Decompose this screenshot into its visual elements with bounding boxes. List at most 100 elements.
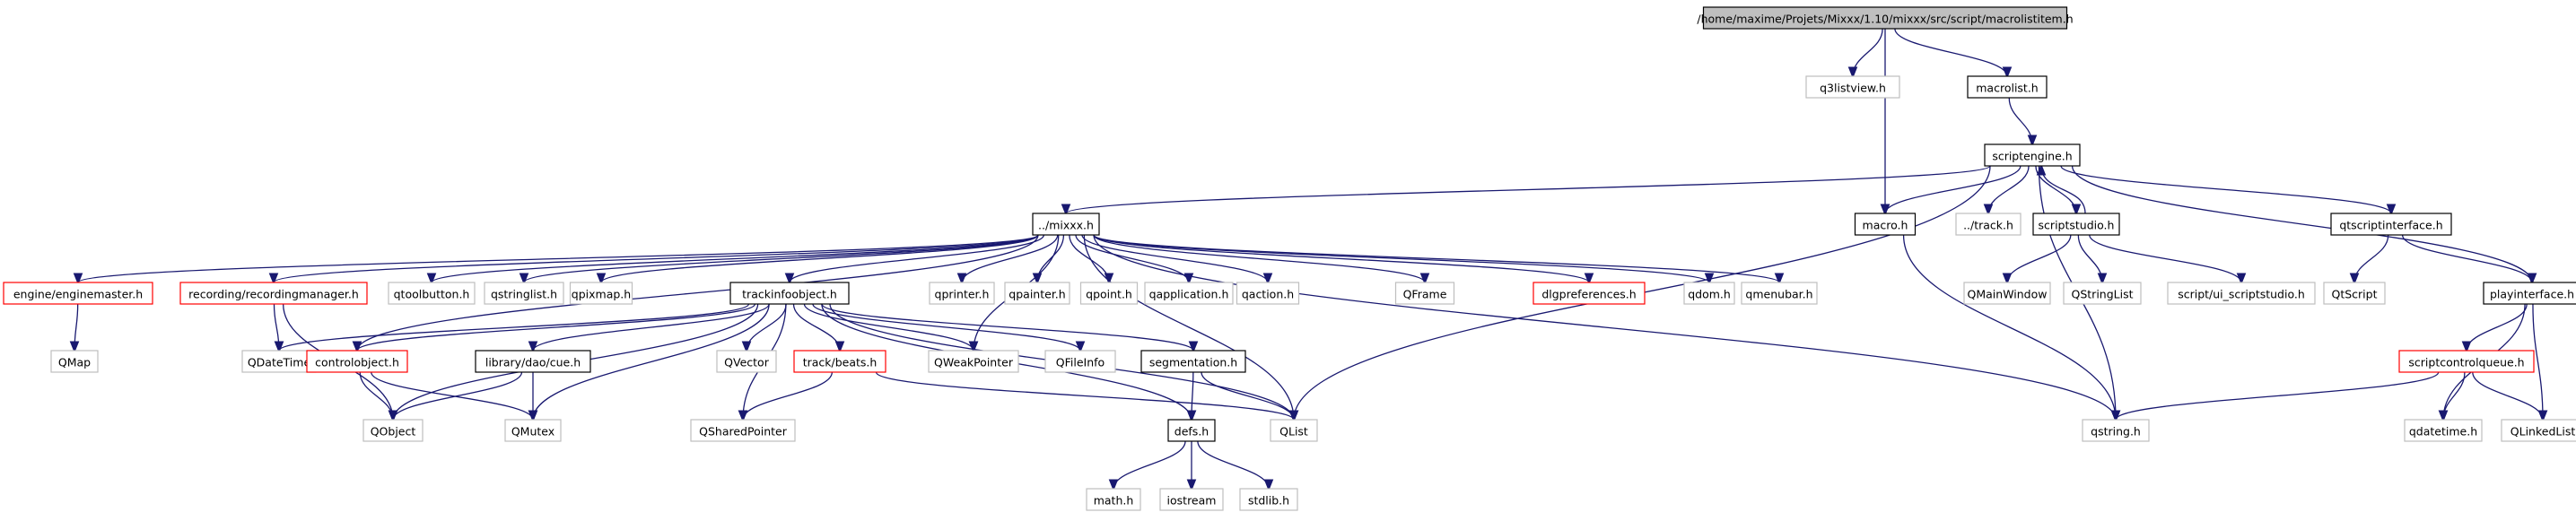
node-qmap: QMap	[50, 350, 99, 373]
node-label: macrolist.h	[1976, 82, 2038, 95]
node-label: math.h	[1094, 494, 1134, 508]
node-dlgpreferences[interactable]: dlgpreferences.h	[1533, 282, 1646, 305]
node-q3listview: q3listview.h	[1805, 75, 1900, 99]
edge-mixxx-to-qtoolbutton	[432, 234, 1039, 282]
node-box	[1044, 350, 1116, 373]
edge-recordingmanager-to-qdatetime	[273, 303, 279, 351]
node-box	[1159, 488, 1224, 511]
edge-mixxx-to-dlgpreferences	[1093, 234, 1589, 282]
node-qmainwindow: QMainWindow	[1963, 282, 2051, 305]
node-label: ../track.h	[1963, 219, 2013, 232]
node-box	[179, 282, 368, 305]
node-label: QSharedPointer	[699, 425, 788, 439]
node-label: recording/recordingmanager.h	[188, 288, 359, 301]
node-qmutex: QMutex	[504, 419, 562, 442]
node-label: QList	[1279, 425, 1308, 439]
node-macro[interactable]: macro.h	[1854, 213, 1917, 236]
node-scriptengine[interactable]: scriptengine.h	[1984, 143, 2081, 167]
edge-scriptstudio-to-scriptengine	[2041, 166, 2086, 214]
node-box	[1236, 282, 1300, 305]
edge-beats-to-qlist	[875, 371, 1294, 420]
node-label: QStringList	[2072, 288, 2134, 301]
node-recordingmanager[interactable]: recording/recordingmanager.h	[179, 282, 368, 305]
edge-mixxx-to-qapplication	[1075, 234, 1189, 282]
node-box	[388, 282, 476, 305]
edge-beats-to-qsharedpointer	[743, 371, 834, 420]
node-stdlib: stdlib.h	[1239, 488, 1298, 511]
node-scriptcontrolqueue[interactable]: scriptcontrolqueue.h	[2398, 350, 2535, 373]
node-label: QFileInfo	[1056, 356, 1105, 369]
node-macrolist[interactable]: macrolist.h	[1967, 75, 2048, 99]
node-box	[2501, 419, 2576, 442]
edge-defs-to-math	[1113, 440, 1186, 489]
node-controlobject[interactable]: controlobject.h	[306, 350, 408, 373]
node-box	[1683, 282, 1735, 305]
node-box	[241, 350, 317, 373]
edge-mixxx-to-qpixmap	[601, 234, 1039, 282]
node-box	[729, 282, 850, 305]
edge-trackinfoobject-to-controlobject	[357, 303, 756, 351]
node-box	[1955, 213, 2022, 236]
node-label: ../mixxx.h	[1038, 219, 1094, 232]
edge-scriptengine-to-mixxx	[1066, 165, 1991, 213]
node-ui-scriptstudio: script/ui_scriptstudio.h	[2167, 282, 2316, 305]
node-label: qprinter.h	[935, 288, 990, 301]
node-label: qpixmap.h	[572, 288, 631, 301]
node-trackinfoobject[interactable]: trackinfoobject.h	[729, 282, 850, 305]
node-qlist: QList	[1270, 419, 1318, 442]
edge-enginemaster-to-qmap	[74, 303, 78, 351]
edge-trackinfoobject-to-qmutex	[533, 303, 770, 420]
edge-segmentation-to-defs	[1192, 371, 1193, 420]
node-label: QMutex	[511, 425, 554, 439]
node-box	[2404, 419, 2483, 442]
edge-scriptcontrolqueue-to-qlinkedlist	[2472, 371, 2543, 420]
node-label: qapplication.h	[1149, 288, 1229, 301]
node-label: scriptengine.h	[1992, 150, 2072, 163]
edge-playinterface-to-scriptcontrolqueue	[2467, 303, 2528, 351]
node-qdatetime: QDateTime	[241, 350, 317, 373]
edge-mixxx-to-enginemaster	[78, 234, 1039, 282]
node-mixxx[interactable]: ../mixxx.h	[1032, 213, 1100, 236]
node-box	[1086, 488, 1141, 511]
node-cue[interactable]: library/dao/cue.h	[475, 350, 591, 373]
edge-mixxx-to-qstringlist_h	[524, 234, 1039, 282]
node-enginemaster[interactable]: engine/enginemaster.h	[3, 282, 153, 305]
edges-layer	[74, 28, 2543, 489]
node-playinterface[interactable]: playinterface.h	[2483, 282, 2576, 305]
node-label: QFrame	[1403, 288, 1447, 301]
edge-mixxx-to-trackinfoobject	[790, 234, 1045, 282]
node-label: engine/enginemaster.h	[13, 288, 143, 301]
node-qweakpointer: QWeakPointer	[928, 350, 1019, 373]
node-label: scriptstudio.h	[2039, 219, 2115, 232]
node-label: dlgpreferences.h	[1541, 288, 1636, 301]
edge-scriptengine-to-macro	[1885, 165, 2022, 213]
edge-cue-to-qobject	[393, 371, 523, 420]
node-qpixmap: qpixmap.h	[569, 282, 633, 305]
node-segmentation[interactable]: segmentation.h	[1140, 350, 1246, 373]
node-qstringlist: QStringList	[2063, 282, 2142, 305]
node-defs[interactable]: defs.h	[1167, 419, 1216, 442]
node-qaction: qaction.h	[1236, 282, 1300, 305]
node-qstring: qstring.h	[2082, 419, 2150, 442]
node-beats[interactable]: track/beats.h	[793, 350, 886, 373]
node-label: script/ui_scriptstudio.h	[2178, 288, 2305, 301]
node-qstringlist-h: qstringlist.h	[484, 282, 564, 305]
edge-trackinfoobject-to-beats	[792, 303, 840, 351]
node-scriptstudio[interactable]: scriptstudio.h	[2032, 213, 2120, 236]
edge-mixxx-to-qprinter	[962, 234, 1059, 282]
node-label: qaction.h	[1242, 288, 1294, 301]
edge-trackinfoobject-to-qvector	[747, 303, 787, 351]
node-box	[2398, 350, 2535, 373]
node-box	[1963, 282, 2051, 305]
edge-scriptstudio-to-qmainwindow	[2007, 234, 2072, 282]
node-label: defs.h	[1174, 425, 1209, 439]
edge-root-to-macrolist	[1894, 28, 2007, 76]
node-box	[928, 350, 1019, 373]
node-qtoolbutton: qtoolbutton.h	[388, 282, 476, 305]
node-box	[2082, 419, 2150, 442]
node-qobject: QObject	[362, 419, 424, 442]
node-qtscriptinterface[interactable]: qtscriptinterface.h	[2330, 213, 2452, 236]
node-box	[362, 419, 424, 442]
node-root[interactable]: /home/maxime/Projets/Mixxx/1.10/mixxx/sr…	[1697, 6, 2074, 30]
node-label: QMap	[58, 356, 91, 369]
